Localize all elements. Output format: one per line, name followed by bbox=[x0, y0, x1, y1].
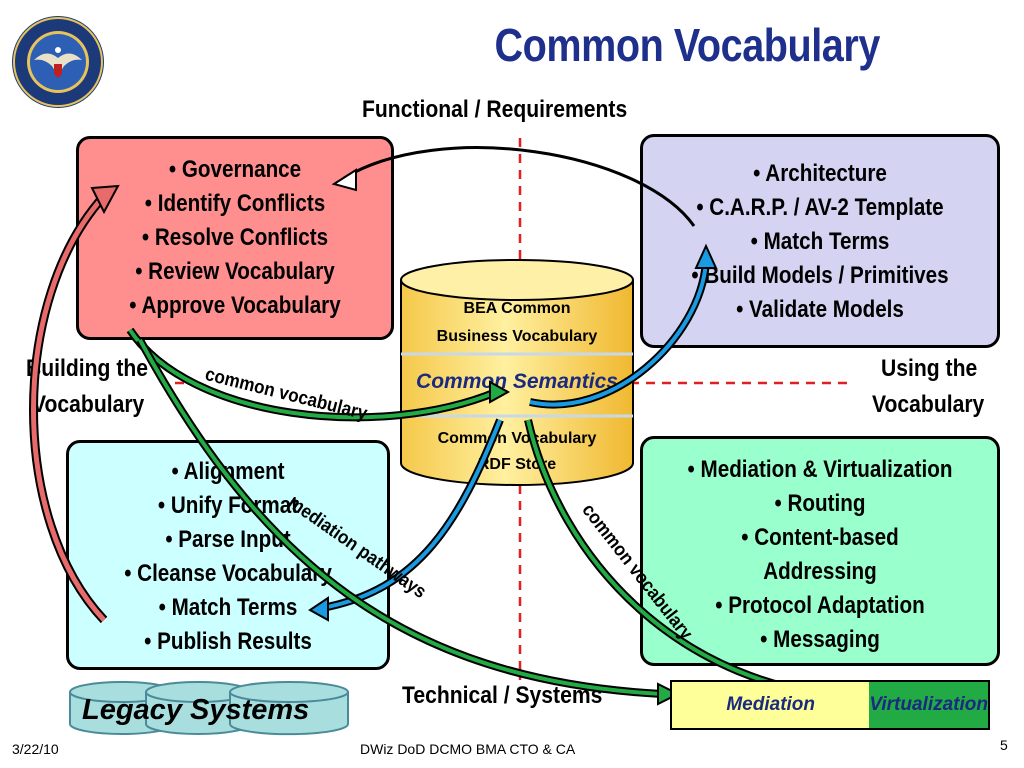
axis-label-bottom: Technical / Systems bbox=[402, 682, 603, 709]
list-item: • Content-based bbox=[741, 524, 899, 551]
virtualization-label: Virtualization bbox=[869, 694, 988, 715]
cylinder-line-2: Business Vocabulary bbox=[436, 328, 598, 345]
mediation-virtualization-bar: Mediation Virtualization bbox=[670, 680, 990, 730]
axis-label-right-1: Using the bbox=[881, 355, 978, 382]
axis-label-left-2: Vocabulary bbox=[32, 391, 145, 418]
list-item: • Approve Vocabulary bbox=[129, 292, 341, 319]
list-item: • Architecture bbox=[753, 160, 887, 187]
footer-page-number: 5 bbox=[1000, 737, 1008, 753]
list-item: • Build Models / Primitives bbox=[691, 262, 949, 289]
axis-label-top: Functional / Requirements bbox=[362, 96, 628, 123]
cylinder-line-1: BEA Common bbox=[463, 300, 571, 317]
list-item: Addressing bbox=[763, 558, 877, 585]
list-item: • Match Terms bbox=[158, 594, 298, 621]
axis-label-right-2: Vocabulary bbox=[872, 391, 985, 418]
dod-seal-logo bbox=[10, 14, 106, 110]
list-item: • Mediation & Virtualization bbox=[687, 456, 953, 483]
footer-center: DWiz DoD DCMO BMA CTO & CA bbox=[360, 741, 576, 757]
legacy-systems-label: Legacy Systems bbox=[82, 694, 310, 726]
mediation-segment: Mediation bbox=[672, 682, 870, 728]
virtualization-segment: Virtualization bbox=[869, 682, 988, 728]
list-item: • Routing bbox=[774, 490, 866, 517]
using-architecture-box: • Architecture • C.A.R.P. / AV-2 Templat… bbox=[640, 134, 1000, 348]
legacy-systems-db: Legacy Systems bbox=[66, 680, 356, 736]
list-item: • Messaging bbox=[760, 626, 880, 653]
page-title: Common Vocabulary bbox=[494, 19, 880, 71]
mediation-label: Mediation bbox=[726, 694, 816, 715]
cylinder-middle: Common Semantics bbox=[416, 370, 618, 393]
list-item: • Resolve Conflicts bbox=[141, 224, 329, 251]
list-item: • Governance bbox=[168, 156, 302, 183]
axis-label-left-1: Building the bbox=[26, 355, 149, 382]
cylinder-line-3: Common Vocabulary bbox=[437, 430, 597, 447]
list-item: • Review Vocabulary bbox=[135, 258, 335, 285]
list-item: • Alignment bbox=[171, 458, 285, 485]
list-item: • Protocol Adaptation bbox=[715, 592, 925, 619]
common-vocabulary-cylinder: BEA Common Business Vocabulary Common Se… bbox=[398, 258, 636, 488]
list-item: • Cleanse Vocabulary bbox=[124, 560, 332, 587]
cylinder-line-4: RDF Store bbox=[477, 456, 557, 473]
building-governance-box: • Governance • Identify Conflicts • Reso… bbox=[76, 136, 394, 340]
list-item: • Match Terms bbox=[750, 228, 890, 255]
list-item: • Identify Conflicts bbox=[144, 190, 326, 217]
list-item: • Publish Results bbox=[144, 628, 312, 655]
building-alignment-box: • Alignment • Unify Format • Parse Input… bbox=[66, 440, 390, 670]
footer-date: 3/22/10 bbox=[12, 741, 59, 757]
list-item: • C.A.R.P. / AV-2 Template bbox=[696, 194, 944, 221]
list-item: • Validate Models bbox=[736, 296, 904, 323]
